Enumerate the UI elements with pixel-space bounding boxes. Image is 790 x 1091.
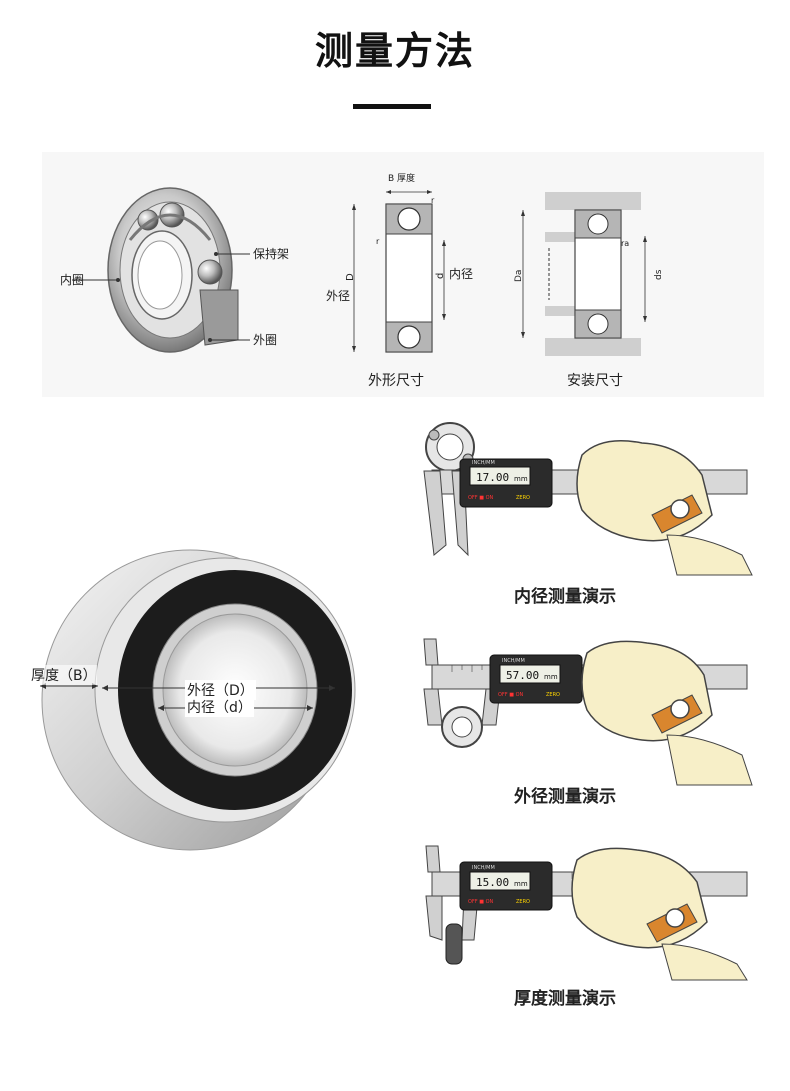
caliper-brand: INCH/MM bbox=[472, 865, 495, 871]
caliper-unit: mm bbox=[514, 880, 528, 888]
caliper-brand: INCH/MM bbox=[502, 658, 525, 664]
inner-diameter-photo-label: 内径（d） bbox=[185, 697, 254, 717]
caliper-unit: mm bbox=[514, 475, 528, 483]
mounting-dimension-drawing: Da ra ds bbox=[514, 192, 664, 356]
demo-outer-caption: 外径测量演示 bbox=[514, 787, 616, 807]
r-top-label: r bbox=[431, 196, 435, 205]
caliper-off-on: OFF ■ ON bbox=[468, 899, 494, 905]
caliper-reading: 17.00 bbox=[476, 471, 509, 484]
thickness-label: 厚度（B） bbox=[31, 665, 97, 685]
outer-diameter-label: 外径 bbox=[326, 289, 350, 303]
caliper-zero: ZERO bbox=[546, 692, 560, 698]
caliper-off-on: OFF ■ ON bbox=[498, 692, 524, 698]
caliper-off-on: OFF ■ ON bbox=[468, 495, 494, 501]
r-left-label: r bbox=[376, 237, 380, 246]
ra-symbol: ra bbox=[621, 239, 629, 248]
bearing-photo bbox=[40, 549, 356, 851]
outline-caption: 外形尺寸 bbox=[368, 373, 424, 389]
inner-ring-label: 内圈 bbox=[60, 273, 84, 287]
d-symbol: d bbox=[435, 273, 446, 279]
outline-dimension-drawing: B 厚度 r r D 外径 d 内径 bbox=[326, 172, 473, 353]
D-symbol: D bbox=[345, 273, 356, 281]
caliper-reading: 15.00 bbox=[476, 876, 509, 889]
cage-label: 保持架 bbox=[253, 246, 289, 261]
bearing-cutaway-diagram: 内圈 保持架 外圈 bbox=[60, 187, 289, 353]
demo-thickness-caption: 厚度测量演示 bbox=[514, 989, 616, 1009]
caliper-brand: INCH/MM bbox=[472, 460, 495, 466]
Da-symbol: Da bbox=[514, 270, 524, 282]
caliper-unit: mm bbox=[544, 673, 558, 681]
outer-ring-label: 外圈 bbox=[253, 333, 277, 347]
thickness-dim-label: B 厚度 bbox=[388, 172, 415, 184]
inner-diameter-label: 内径 bbox=[449, 267, 473, 281]
caliper-zero: ZERO bbox=[516, 495, 530, 501]
caliper-zero: ZERO bbox=[516, 899, 530, 905]
outer-diameter-photo-label: 外径（D） bbox=[185, 680, 256, 700]
title-underline bbox=[353, 104, 431, 109]
ds-symbol: ds bbox=[654, 269, 664, 280]
caliper-demo-outer: 57.00 mm INCH/MM OFF ■ ON ZERO bbox=[423, 638, 753, 786]
ball-element bbox=[197, 259, 223, 285]
caliper-demo-inner: 17.00 mm INCH/MM OFF ■ ON ZERO bbox=[423, 422, 753, 576]
caliper-reading: 57.00 bbox=[506, 669, 539, 682]
mounting-caption: 安装尺寸 bbox=[567, 373, 623, 389]
demo-inner-caption: 内径测量演示 bbox=[514, 587, 616, 607]
page-title: 测量方法 bbox=[314, 29, 475, 73]
caliper-demo-thickness: 15.00 mm INCH/MM OFF ■ ON ZERO bbox=[425, 845, 748, 981]
